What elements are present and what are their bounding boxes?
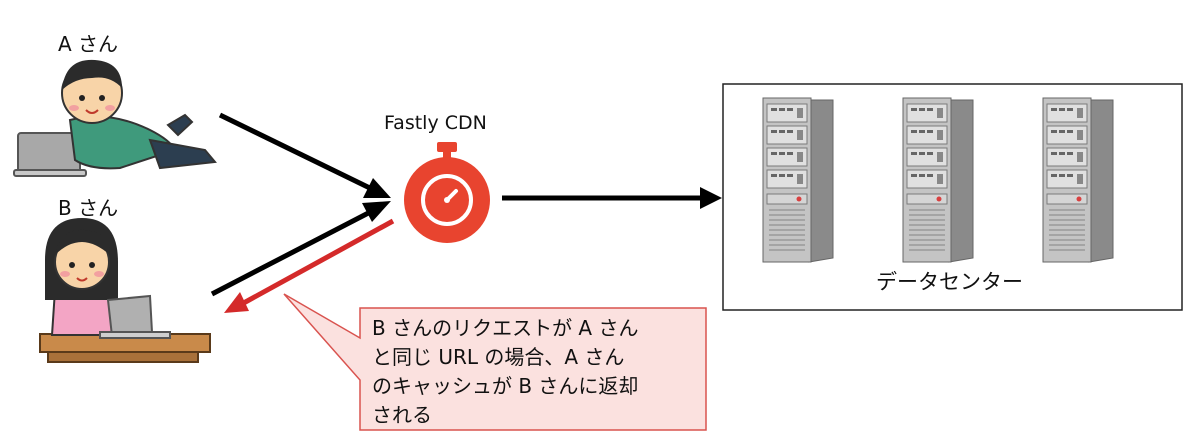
server-icon: [1042, 97, 1114, 263]
user-a-illustration: [13, 59, 217, 177]
callout-text: B さんのリクエストが A さん と同じ URL の場合、A さん のキャッシュ…: [372, 314, 702, 430]
request-arrow-a: [218, 112, 380, 195]
user-b-label: B さん: [58, 196, 119, 220]
origin-arrow-head: [700, 187, 722, 209]
cache-return-arrow: [238, 218, 395, 308]
request-arrow-b: [210, 205, 380, 297]
server-icon: [902, 97, 974, 263]
cache-return-arrow-head: [224, 292, 249, 313]
user-b-illustration: [39, 218, 211, 363]
callout-line: される: [372, 403, 432, 427]
server-group: [762, 97, 1114, 263]
callout-line: のキャッシュが B さんに返却: [372, 374, 639, 398]
datacenter-label: データセンター: [876, 270, 1023, 294]
callout-line: と同じ URL の場合、A さん: [372, 345, 625, 369]
stopwatch-icon: [404, 142, 490, 243]
callout-bubble: [283, 293, 707, 431]
user-a-label: A さん: [58, 32, 119, 56]
server-icon: [762, 97, 834, 263]
request-arrow-a-head: [363, 178, 391, 198]
request-arrow-b-head: [362, 201, 391, 222]
cdn-label: Fastly CDN: [384, 112, 487, 134]
callout-line: B さんのリクエストが A さん: [372, 316, 639, 340]
